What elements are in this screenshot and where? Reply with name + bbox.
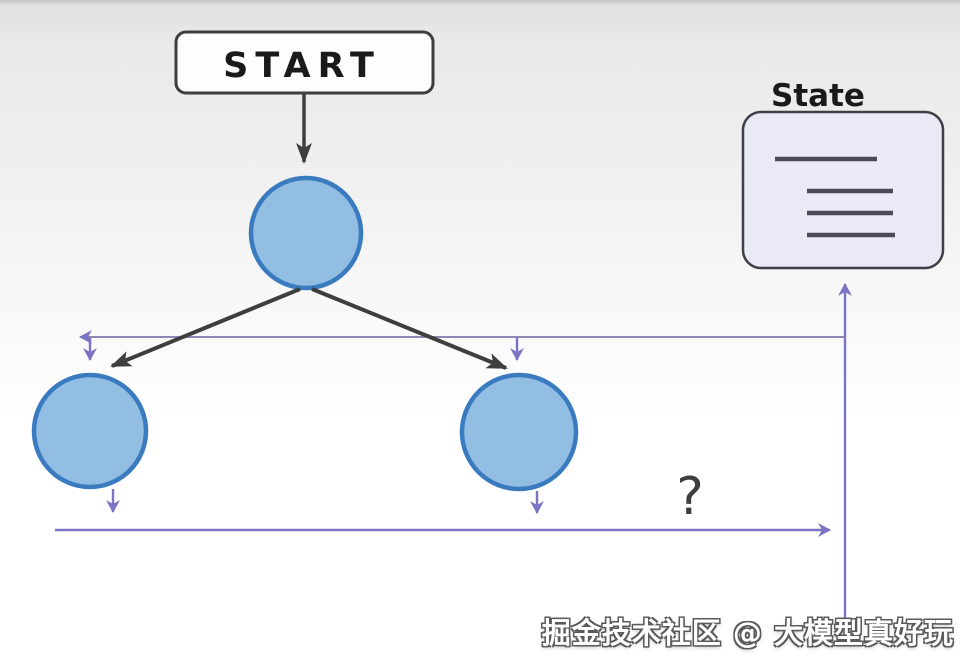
- watermark: 掘金技术社区 @ 大模型真好玩: [541, 616, 954, 650]
- start-box: [174, 30, 435, 95]
- state-content-lines: [775, 156, 895, 238]
- edge-root-to-right: [311, 287, 508, 370]
- edge-root-to-left: [110, 287, 301, 368]
- start-label: START: [223, 46, 381, 86]
- question-mark: ?: [676, 467, 704, 527]
- right-node: [459, 372, 579, 492]
- root-node: [248, 175, 364, 291]
- state-label: State: [771, 78, 865, 114]
- left-node: [31, 372, 149, 490]
